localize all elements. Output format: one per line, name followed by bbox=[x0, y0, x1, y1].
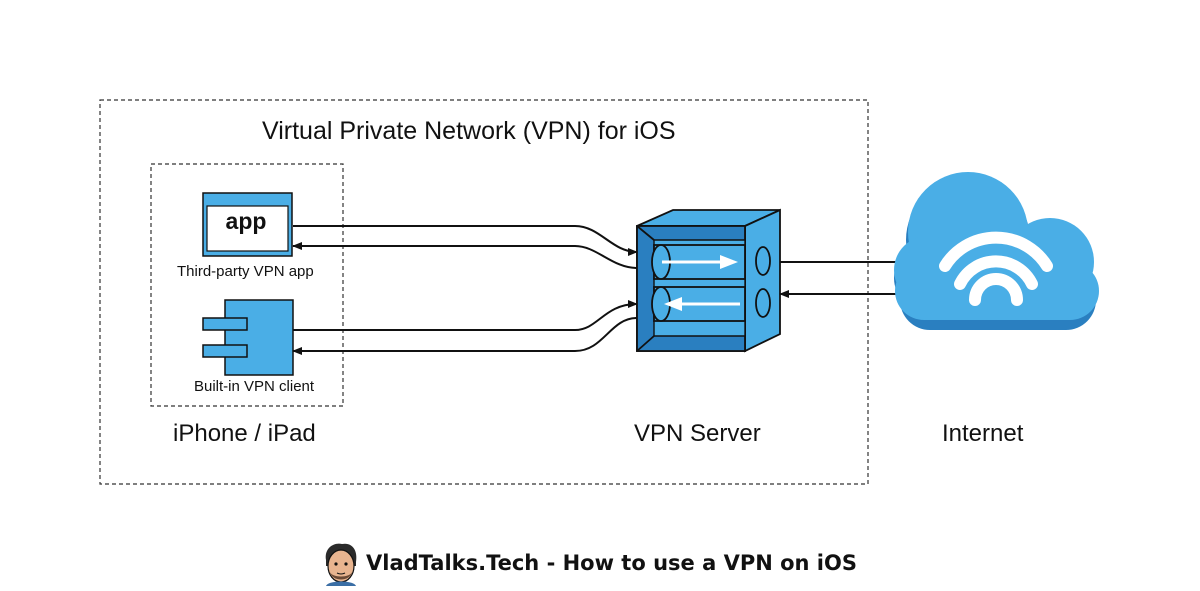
cloud-wifi-icon bbox=[894, 172, 1099, 330]
app-to-server-arrow bbox=[293, 225, 638, 256]
tunnel-arrows bbox=[662, 255, 740, 311]
vpn-boundary bbox=[99, 99, 869, 485]
app-icon-text: app bbox=[226, 208, 267, 234]
server-to-app-arrow bbox=[292, 242, 638, 269]
tunnel-connectors bbox=[292, 225, 638, 355]
device-group-label: iPhone / iPad bbox=[173, 420, 316, 447]
internet-label: Internet bbox=[942, 420, 1024, 447]
builtin-client-label: Built-in VPN client bbox=[194, 378, 315, 395]
avatar-icon bbox=[325, 543, 357, 586]
server-to-client-arrow bbox=[292, 317, 638, 355]
avatar bbox=[320, 540, 360, 586]
footer: VladTalks.Tech - How to use a VPN on iOS bbox=[320, 540, 857, 586]
client-to-server-arrow bbox=[293, 300, 638, 331]
third-party-app-label: Third-party VPN app bbox=[177, 263, 314, 280]
server-box-icon bbox=[636, 208, 781, 353]
footer-text: VladTalks.Tech - How to use a VPN on iOS bbox=[366, 551, 857, 575]
app-window-icon bbox=[202, 192, 293, 257]
diagram-title: Virtual Private Network (VPN) for iOS bbox=[262, 117, 676, 145]
vpn-server-label: VPN Server bbox=[634, 420, 761, 447]
component-icon bbox=[202, 299, 294, 376]
internet-connectors bbox=[779, 258, 907, 298]
